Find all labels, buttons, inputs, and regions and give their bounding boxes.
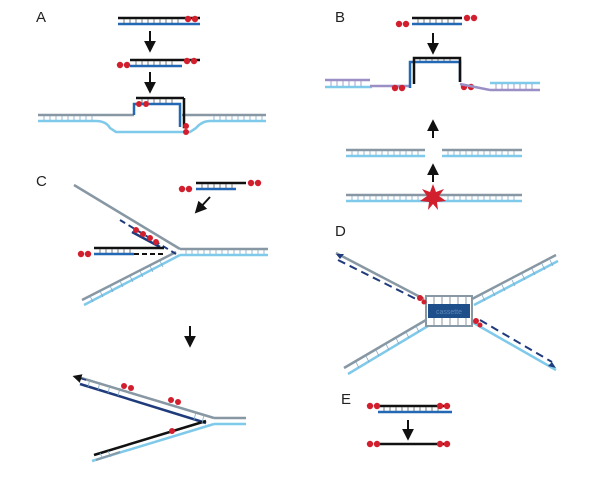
panel-b-intact-duplex xyxy=(346,184,522,210)
panel-e xyxy=(366,402,452,448)
panel-a xyxy=(38,15,266,135)
panel-b-annealed-structure xyxy=(325,56,540,92)
panel-b xyxy=(325,14,540,210)
panel-label-d: D xyxy=(335,223,346,240)
panel-d: cassette xyxy=(335,251,559,376)
cassette-box xyxy=(428,304,470,318)
panel-b-oligo-duplex xyxy=(395,14,478,28)
panel-b-broken-duplex xyxy=(346,148,522,158)
panel-c-replication-fork xyxy=(73,183,268,307)
panel-label-c: C xyxy=(36,173,47,190)
panel-c-arrow-diagonal xyxy=(194,196,211,214)
panel-a-oligo-duplex-middle xyxy=(116,57,200,69)
panel-label-e: E xyxy=(341,391,352,408)
panel-e-oligo-duplex xyxy=(366,402,452,414)
panel-a-genomic-dna-dloop xyxy=(38,96,266,135)
cassette-label: cassette xyxy=(436,309,462,316)
panel-a-oligo-duplex-top xyxy=(118,15,200,26)
panel-c-lower-fork xyxy=(72,374,246,463)
panel-c-oligo-duplex xyxy=(178,179,262,193)
panel-e-single-strand xyxy=(366,440,451,448)
panel-label-b: B xyxy=(335,9,346,26)
break-star-icon xyxy=(420,184,446,210)
panel-c xyxy=(72,179,268,463)
panel-label-a: A xyxy=(36,9,47,26)
